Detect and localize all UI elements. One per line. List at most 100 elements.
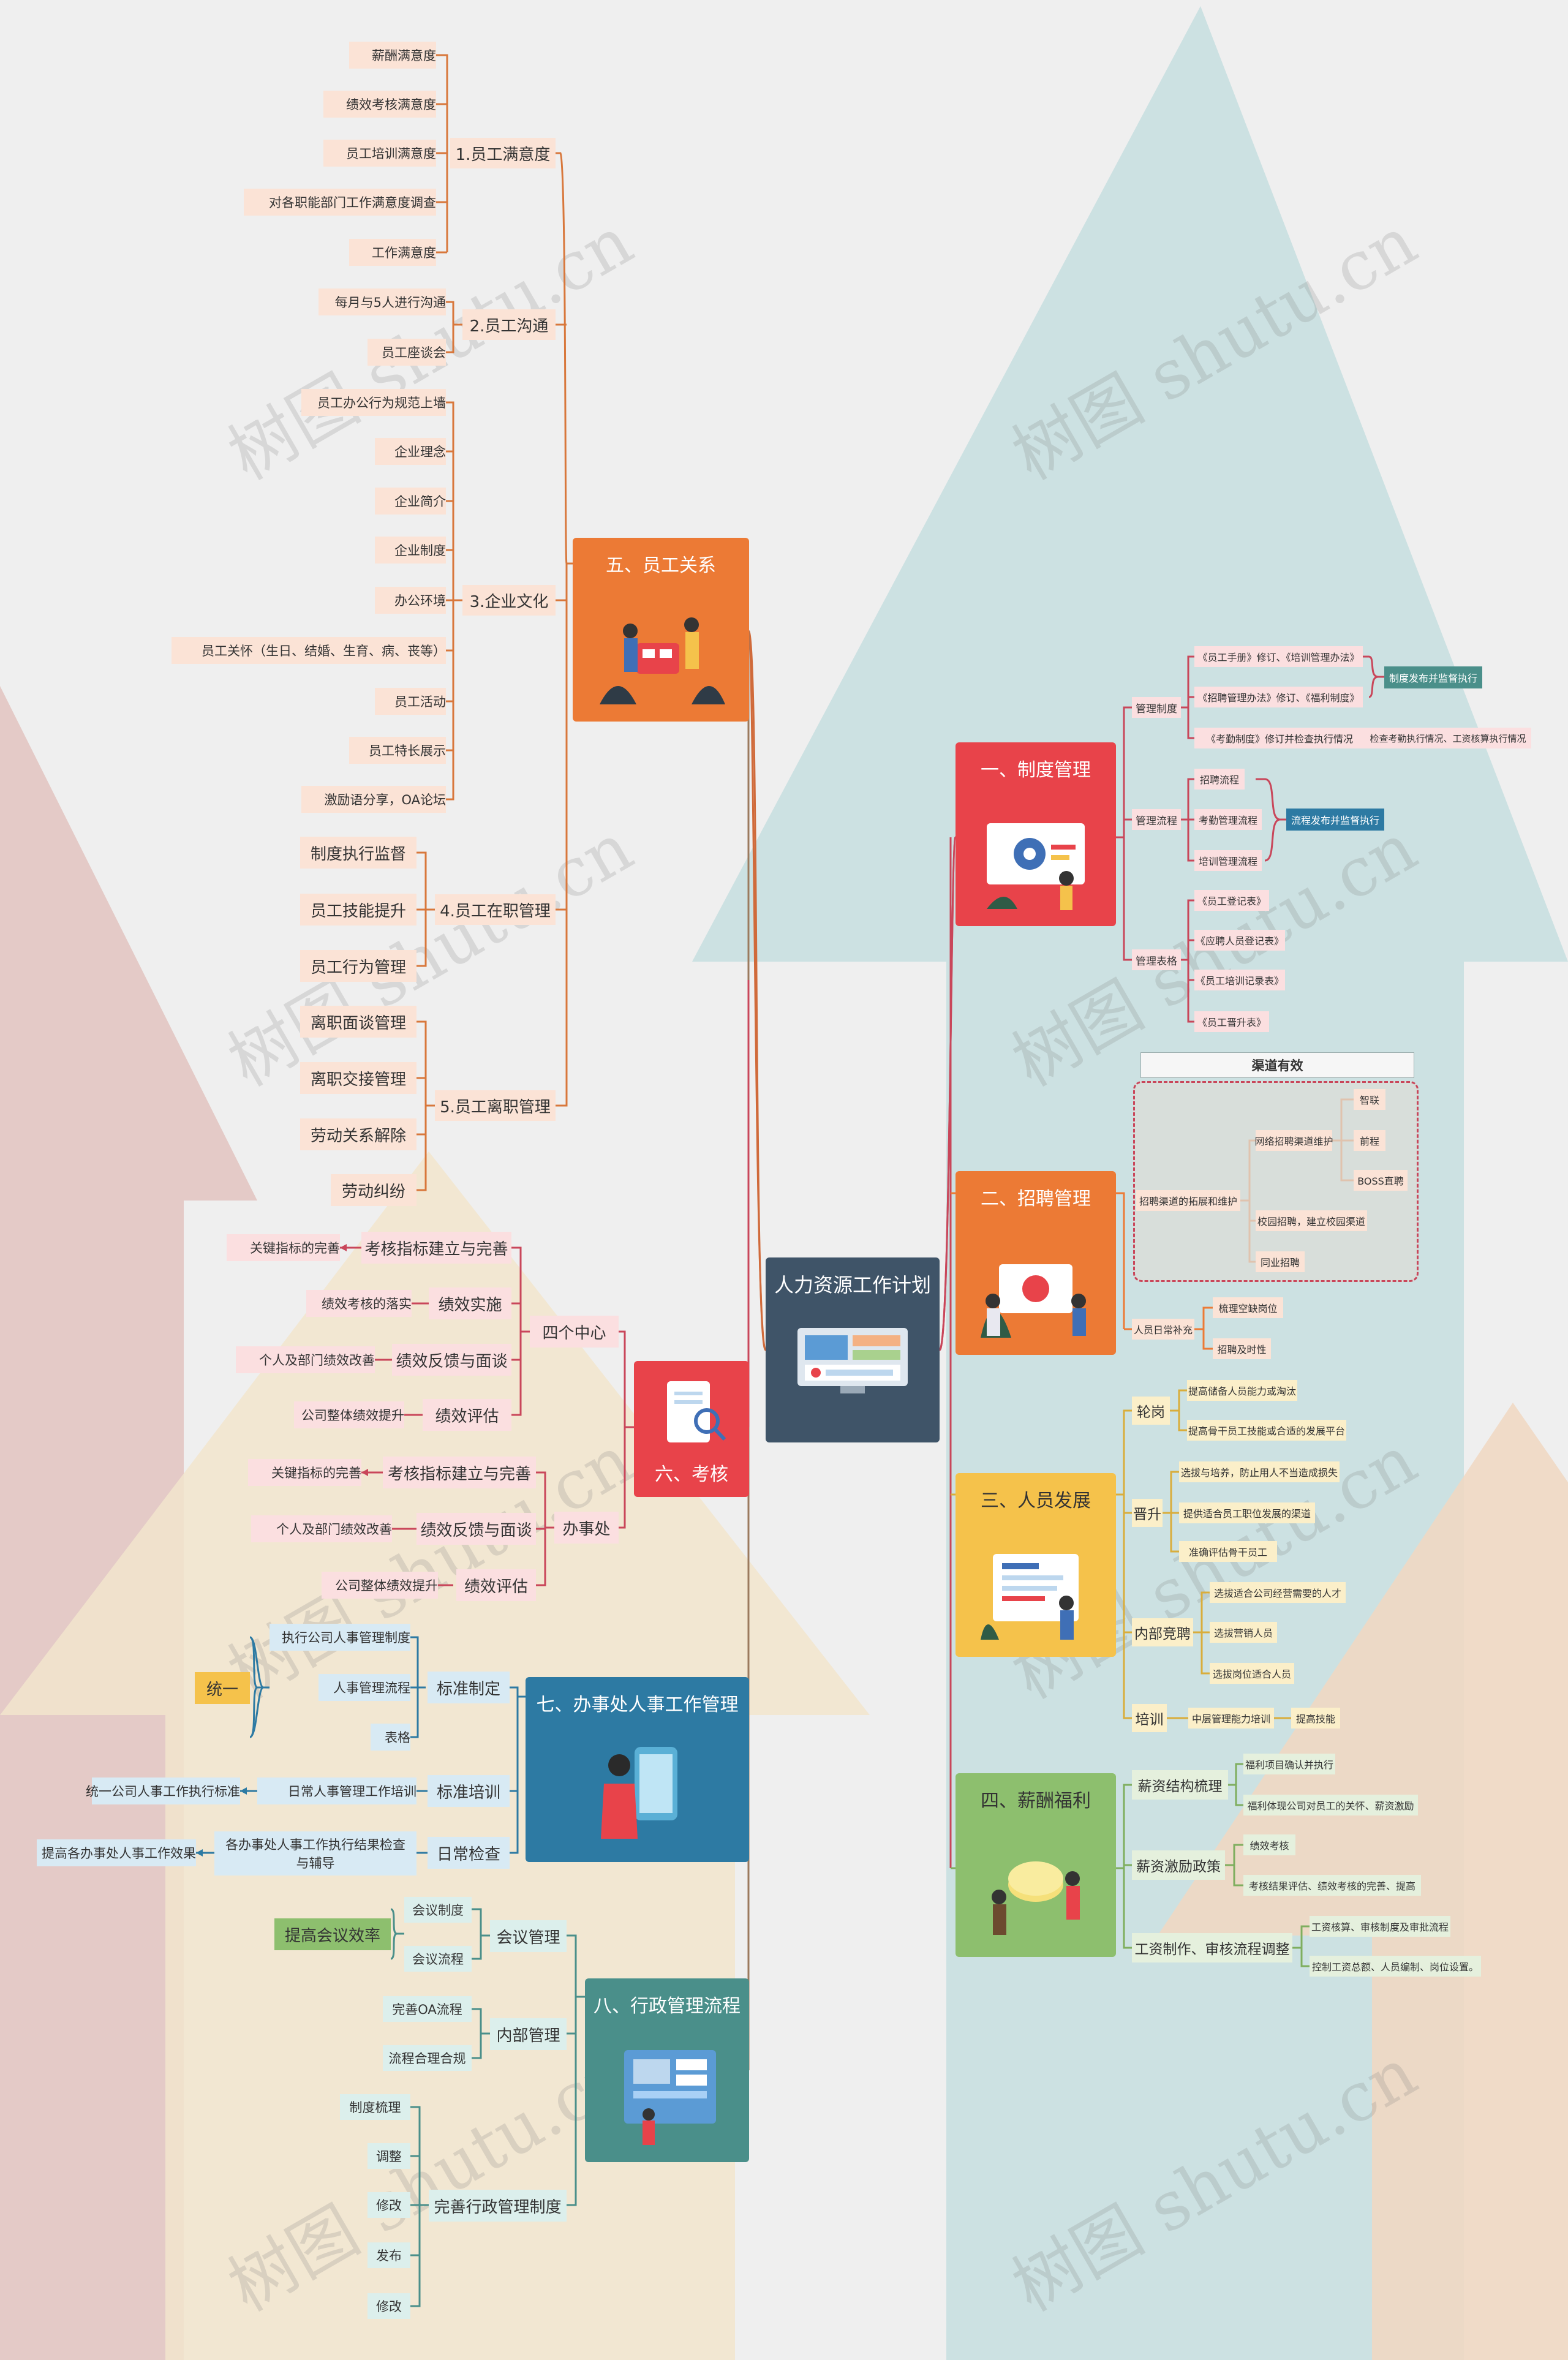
subtopic-node[interactable]: 管理制度: [1132, 697, 1181, 718]
subtopic-node[interactable]: 5.员工离职管理: [435, 1090, 556, 1121]
leaf-node[interactable]: 员工行为管理: [300, 950, 417, 982]
leaf-node[interactable]: 员工关怀（生日、结婚、生育、病、丧等）: [172, 637, 446, 664]
leaf-node[interactable]: 公司整体绩效提升: [322, 1572, 438, 1599]
subtopic-node[interactable]: 薪资激励政策: [1132, 1850, 1225, 1880]
branch-card-office-hr[interactable]: 七、办事处人事工作管理: [526, 1677, 749, 1862]
central-topic[interactable]: 人力资源工作计划: [766, 1257, 940, 1442]
subtopic-node[interactable]: 3.企业文化: [462, 585, 556, 616]
branch-card-development[interactable]: 三、人员发展: [956, 1473, 1116, 1657]
subtopic-node[interactable]: 工资制作、审核流程调整: [1132, 1933, 1292, 1962]
leaf-node[interactable]: 员工活动: [375, 688, 446, 715]
leaf-node[interactable]: 校园招聘，建立校园渠道: [1256, 1210, 1367, 1231]
subtopic-node[interactable]: 管理表格: [1132, 949, 1181, 970]
leaf-node[interactable]: 每月与5人进行沟通: [318, 288, 446, 315]
leaf-node[interactable]: 调整: [368, 2143, 410, 2169]
branch-card-relations[interactable]: 五、员工关系: [573, 538, 749, 722]
leaf-node[interactable]: 劳动纠纷: [331, 1174, 417, 1206]
leaf-node[interactable]: 离职交接管理: [300, 1062, 417, 1094]
subtopic-node[interactable]: 绩效反馈与面谈: [417, 1513, 536, 1545]
subtopic-node[interactable]: 绩效实施: [429, 1287, 511, 1319]
leaf-node[interactable]: 员工办公行为规范上墙: [301, 389, 446, 416]
leaf-node[interactable]: 离职面谈管理: [300, 1006, 417, 1038]
leaf-node[interactable]: 选拔岗位适合人员: [1210, 1663, 1294, 1684]
subtopic-node[interactable]: 考核指标建立与完善: [383, 1457, 536, 1488]
subtopic-node[interactable]: 2.员工沟通: [462, 309, 556, 340]
leaf-node[interactable]: BOSS直聘: [1354, 1170, 1408, 1191]
leaf-node[interactable]: 《员工培训记录表》: [1194, 970, 1285, 990]
leaf-node[interactable]: 完善OA流程: [383, 1996, 472, 2022]
leaf-node[interactable]: 提高各办事处人事工作效果: [37, 1839, 196, 1866]
subtopic-node[interactable]: 薪资结构梳理: [1132, 1770, 1228, 1800]
leaf-node[interactable]: 《员工登记表》: [1194, 890, 1269, 911]
leaf-node[interactable]: 薪酬满意度: [349, 42, 436, 69]
leaf-node[interactable]: 员工特长展示: [349, 737, 446, 764]
leaf-node[interactable]: 日常人事管理工作培训: [257, 1778, 417, 1804]
leaf-node[interactable]: 控制工资总额、人员编制、岗位设置。: [1310, 1956, 1481, 1977]
summary-node[interactable]: 流程发布并监督执行: [1286, 809, 1384, 831]
subtopic-node[interactable]: 轮岗: [1132, 1397, 1170, 1425]
leaf-node[interactable]: 检查考勤执行情况、工资核算执行情况: [1365, 728, 1531, 748]
leaf-node[interactable]: 选拔与培养，防止用人不当造成损失: [1179, 1461, 1340, 1482]
leaf-node[interactable]: 培训管理流程: [1194, 850, 1262, 871]
branch-card-assessment[interactable]: 六、考核: [634, 1361, 749, 1497]
leaf-node[interactable]: 个人及部门绩效改善: [236, 1346, 375, 1373]
root-note-node[interactable]: 统一: [195, 1672, 250, 1704]
leaf-node[interactable]: 员工座谈会: [368, 339, 446, 366]
leaf-node[interactable]: 福利体现公司对员工的关怀、薪资激励: [1243, 1795, 1418, 1815]
leaf-node[interactable]: 修改: [368, 2192, 410, 2218]
subtopic-node[interactable]: 标准制定: [428, 1672, 510, 1703]
subtopic-node[interactable]: 管理流程: [1132, 809, 1181, 830]
leaf-node[interactable]: 会议制度: [404, 1897, 472, 1923]
branch-card-recruit[interactable]: 二、招聘管理: [956, 1171, 1116, 1355]
leaf-node[interactable]: 工资核算、审核制度及审批流程: [1310, 1916, 1450, 1937]
subtopic-node[interactable]: 完善行政管理制度: [429, 2190, 567, 2222]
leaf-node[interactable]: 劳动关系解除: [300, 1118, 417, 1150]
leaf-node[interactable]: 《考勤制度》修订并检查执行情况: [1194, 728, 1365, 748]
leaf-node[interactable]: 提高技能: [1291, 1708, 1340, 1729]
leaf-node[interactable]: 福利项目确认并执行: [1243, 1754, 1335, 1774]
group-node[interactable]: 四个中心: [530, 1316, 619, 1348]
leaf-node[interactable]: 《应聘人员登记表》: [1194, 930, 1285, 951]
root-note-node[interactable]: 提高会议效率: [274, 1918, 391, 1950]
leaf-node[interactable]: 制度梳理: [340, 2094, 410, 2120]
leaf-node[interactable]: 绩效考核的落实: [306, 1290, 412, 1317]
subtopic-node[interactable]: 内部管理: [490, 2018, 567, 2050]
leaf-node-multiline[interactable]: 各办事处人事工作执行结果检查 与辅导: [214, 1831, 417, 1876]
leaf-node[interactable]: 绩效考核满意度: [323, 91, 436, 118]
leaf-node[interactable]: 表格: [371, 1724, 410, 1751]
leaf-node[interactable]: 提高储备人员能力或淘汰: [1187, 1380, 1297, 1401]
subtopic-node[interactable]: 4.员工在职管理: [435, 894, 556, 925]
leaf-node[interactable]: 梳理空缺岗位: [1213, 1297, 1283, 1318]
leaf-node[interactable]: 关键指标的完善: [227, 1234, 340, 1261]
leaf-node[interactable]: 选拔适合公司经营需要的人才: [1210, 1582, 1346, 1603]
leaf-node[interactable]: 执行公司人事管理制度: [270, 1624, 410, 1651]
leaf-node[interactable]: 提高骨干员工技能或合适的发展平台: [1187, 1420, 1346, 1441]
subtopic-node[interactable]: 考核指标建立与完善: [361, 1232, 511, 1264]
subtopic-node[interactable]: 会议管理: [490, 1920, 567, 1952]
leaf-node[interactable]: 准确评估骨干员工: [1179, 1541, 1277, 1562]
subtopic-node[interactable]: 晋升: [1132, 1499, 1163, 1527]
leaf-node[interactable]: 《员工手册》修订、《培训管理办法》: [1194, 646, 1363, 667]
leaf-node[interactable]: 绩效考核: [1243, 1834, 1295, 1855]
subtopic-node[interactable]: 日常检查: [428, 1837, 510, 1869]
leaf-node[interactable]: 关键指标的完善: [248, 1459, 361, 1486]
leaf-node[interactable]: 考核结果评估、绩效考核的完善、提高: [1243, 1875, 1421, 1896]
group-node[interactable]: 办事处: [554, 1512, 619, 1544]
leaf-node[interactable]: 流程合理合规: [383, 2045, 472, 2071]
leaf-node[interactable]: 前程: [1354, 1130, 1385, 1151]
leaf-node[interactable]: 选拔营销人员: [1210, 1622, 1277, 1643]
leaf-node[interactable]: 办公环境: [375, 587, 446, 614]
summary-node[interactable]: 制度发布并监督执行: [1384, 666, 1482, 688]
leaf-node[interactable]: 智联: [1354, 1089, 1385, 1110]
leaf-node[interactable]: 会议流程: [404, 1946, 472, 1972]
subtopic-node[interactable]: 内部竞聘: [1132, 1618, 1193, 1646]
leaf-node[interactable]: 招聘及时性: [1213, 1338, 1271, 1359]
branch-card-admin[interactable]: 八、行政管理流程: [585, 1978, 749, 2162]
leaf-node[interactable]: 考勤管理流程: [1194, 809, 1262, 830]
leaf-node[interactable]: 制度执行监督: [300, 837, 417, 869]
leaf-node[interactable]: 企业理念: [375, 438, 446, 465]
leaf-node[interactable]: 网络招聘渠道维护: [1255, 1130, 1333, 1151]
leaf-node[interactable]: 员工培训满意度: [323, 140, 436, 167]
leaf-node[interactable]: 统一公司人事工作执行标准: [86, 1778, 240, 1804]
subtopic-node[interactable]: 1.员工满意度: [450, 138, 556, 168]
